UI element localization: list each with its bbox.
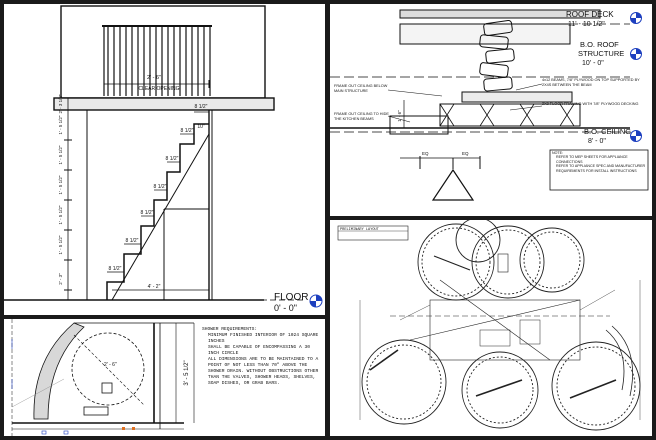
roof-section-panel: ROOF DECK 11' - 10 1/2" B.O. ROOF STRUCT… [330,4,652,216]
riser-dim-6: 8 1/2" [126,238,139,244]
left-dim-4: 1' - 5 1/2" [58,175,63,194]
bo-roof-elev: 10' - 0" [582,60,604,67]
left-dim-3: 1' - 5 1/2" [58,145,63,164]
clear-opening-label: CLEAR OPENING [138,86,179,92]
roof-deck-elev: 11' - 10 1/2" [568,21,605,28]
floor-plan-panel: PRELIMINARY LAYOUT [330,220,652,436]
shower-req-title: SHOWER REQUIREMENTS: [202,327,258,332]
note-frame-2: FRAME OUT CEILING TO HIDE THE KITCHEN BE… [334,112,389,121]
note-item-2: REFER TO APPLIANCE SPEC AND MANUFACTURER… [556,164,646,173]
level-marker-icon [630,130,642,142]
stair-section-drawing: 2' - 6" CLEAR OPENING 8 1/2" 10" 8 1/2" … [4,5,323,313]
bo-ceiling-elev: 8' - 0" [588,138,606,145]
level-marker-icon [309,294,323,308]
riser-dim-5: 8 1/2" [141,210,154,216]
note-beams: 4x12 BEAMS, 7/8" PLYWOOD ON TOP SUPPORTE… [542,78,640,87]
left-dim-1: 2' - 3 1/2" [58,94,63,113]
bottom-dim: 4' - 2" [148,284,161,290]
note-item-1: REFER TO MEP SHEETS FOR APPLIANCE CONNEC… [556,155,628,164]
plan-title-block: PRELIMINARY LAYOUT [340,228,380,232]
bo-roof-label-1: B.O. ROOF [580,40,619,49]
shower-req-3: ALL DIMENSIONS ARE TO BE MAINTAINED TO A… [208,356,319,386]
stair-section-panel: 2' - 6" CLEAR OPENING 8 1/2" 10" 8 1/2" … [4,4,325,315]
roof-section-drawing: ROOF DECK 11' - 10 1/2" B.O. ROOF STRUCT… [330,9,649,201]
left-dim-6: 1' - 5 1/2" [58,235,63,254]
floor-level-elev: 0' - 0" [274,303,297,313]
orange-annotation-marks [122,427,135,430]
left-dim-5: 1' - 5 1/2" [58,205,63,224]
riser-dim-3: 8 1/2" [166,156,179,162]
note-frame-1: FRAME OUT CEILING BELOW MAIN STRUCTURE [334,84,388,93]
vertical-dim: 1' - 6" [397,110,402,122]
circle-dim: 2' - 6" [104,362,117,368]
riser-dim-1: 8 1/2" [195,104,208,110]
shower-plan-drawing: 2' - 6" 3' - 5 1/2" SHOWER REQUIREMENTS:… [11,319,322,436]
shower-req-2: SHALL BE CAPABLE OF ENCOMPASSING A 30 IN… [208,344,310,356]
shower-plan-panel: 2' - 6" 3' - 5 1/2" SHOWER REQUIREMENTS:… [4,319,325,436]
riser-dim-4: 8 1/2" [154,184,167,190]
appliance-note-box: NOTE: REFER TO MEP SHEETS FOR APPLIANCE … [552,151,646,173]
floor-level-label: FLOOR [274,292,308,303]
shower-requirements: SHOWER REQUIREMENTS: MINIMUM FINISHED IN… [202,327,322,387]
left-dim-7: 2' - 3" [58,273,63,285]
tread-dim: 10" [197,124,205,130]
level-marker-icon [630,12,642,24]
clear-opening-dim: 2' - 6" [147,75,161,81]
note-title: NOTE: [552,151,563,155]
eq-label-2: EQ [462,151,469,156]
riser-dim-2: 8 1/2" [181,128,194,134]
circular-floor-plan-drawing: PRELIMINARY LAYOUT [337,220,641,431]
eq-label-1: EQ [422,151,429,156]
level-marker-icon [630,48,642,60]
bo-ceiling-label: B.O. CEILING [584,127,631,136]
left-dim-2: 1' - 5 1/2" [58,115,63,134]
width-dim: 3' - 5 1/2" [184,360,190,385]
roof-deck-label: ROOF DECK [566,10,614,19]
note-floor: 2X8 FLOOR FRAMING WITH 7/8" PLYWOOD DECK… [542,102,639,106]
riser-dim-7: 8 1/2" [109,266,122,272]
shower-req-1: MINIMUM FINISHED INTERIOR OF 1024 SQUARE… [208,332,319,344]
stacked-blocks [479,19,515,92]
blue-annotation-marks [11,339,69,435]
bo-roof-label-2: STRUCTURE [578,49,624,58]
